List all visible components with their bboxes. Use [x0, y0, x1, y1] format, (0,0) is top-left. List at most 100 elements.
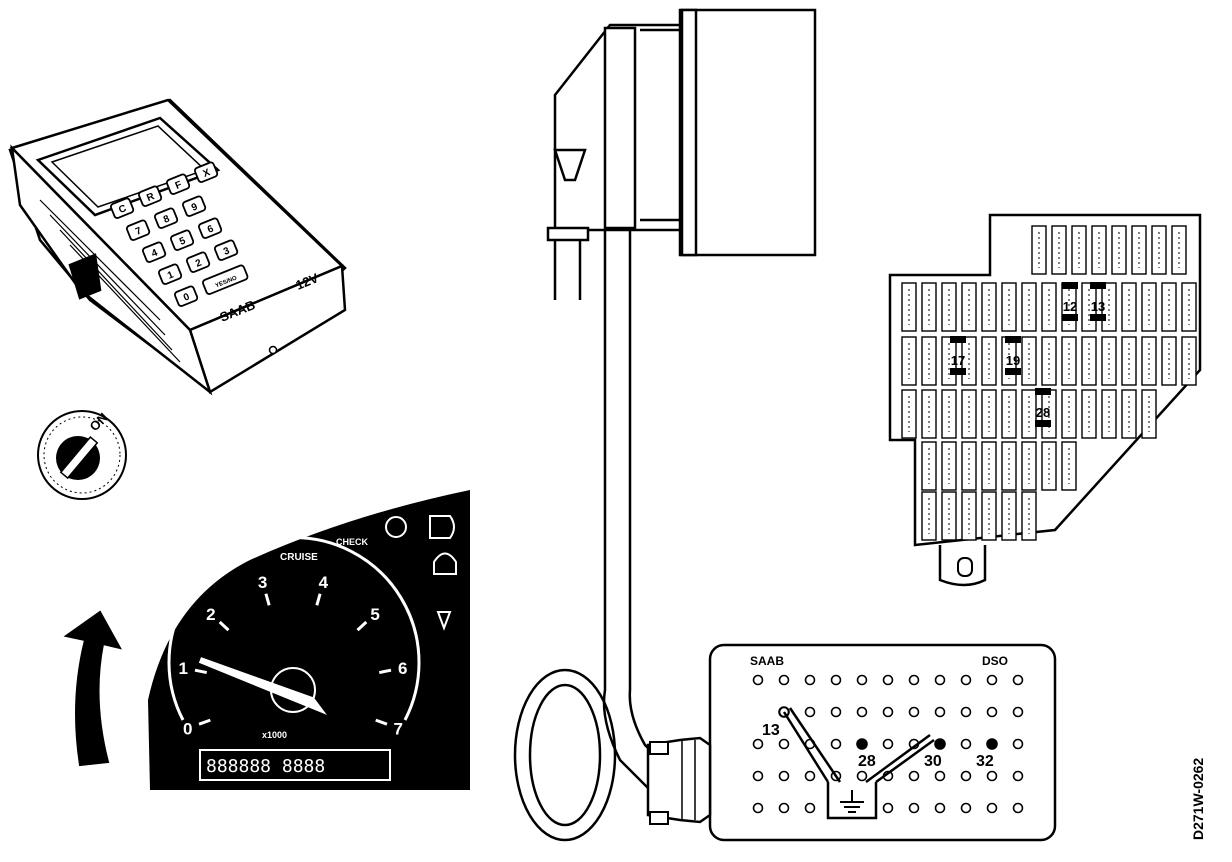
- fuse-slot: [1141, 282, 1157, 332]
- tester-key-label: R: [145, 191, 157, 204]
- tester-key: 6: [198, 217, 223, 239]
- fuse-slot: [1071, 225, 1087, 275]
- fuse-slot: [1171, 225, 1187, 275]
- tester-key: 1: [158, 263, 183, 285]
- tach-tick: [378, 668, 392, 675]
- fuse-slot: [921, 441, 937, 491]
- tester-key: C: [110, 197, 135, 219]
- tach-tick: [356, 620, 368, 632]
- tester-key: R: [138, 185, 163, 207]
- connector-pin: [986, 770, 998, 782]
- fuse-slot: [1031, 225, 1047, 275]
- tach-number: 2: [206, 605, 215, 624]
- fuse-slot: [961, 441, 977, 491]
- fuse-slot: [981, 491, 997, 541]
- tester-key: 4: [142, 241, 167, 263]
- connector-pin: [1012, 770, 1024, 782]
- rotation-arrow-icon: [63, 610, 122, 767]
- connector-code-label: DSO: [982, 654, 1008, 668]
- fuse-slot: [941, 389, 957, 439]
- tach-number: 1: [178, 659, 187, 678]
- fuse-slot: [1001, 441, 1017, 491]
- tester-key: F: [166, 173, 191, 195]
- tach-number: 5: [370, 605, 379, 624]
- connector-pin: [752, 770, 764, 782]
- fuse-slot: [1021, 282, 1037, 332]
- fuse-slot: [1121, 282, 1137, 332]
- fuse-slot: [1041, 441, 1057, 491]
- cruise-label: CRUISE: [280, 552, 318, 563]
- connector-pin: [1012, 706, 1024, 718]
- fuse-slot: [1041, 282, 1057, 332]
- tester-key-label: C: [117, 203, 128, 216]
- connector-pin: [856, 770, 868, 782]
- connector-pin: [934, 706, 946, 718]
- fuse-slot: [1061, 336, 1077, 386]
- tester-key-label: 4: [150, 247, 160, 259]
- connector-pin-used: [856, 738, 868, 750]
- connector-pin: [934, 674, 946, 686]
- tester-key-label: 2: [194, 257, 204, 269]
- fuse-slot: [1121, 336, 1137, 386]
- fuse-slot: [961, 389, 977, 439]
- fuse-slot: [941, 441, 957, 491]
- fuse-slot: [921, 336, 937, 386]
- connector-pin: [882, 706, 894, 718]
- connector-pin: [752, 738, 764, 750]
- fuse-slot: [981, 441, 997, 491]
- connector-pin: [986, 674, 998, 686]
- connector-pin: [934, 770, 946, 782]
- tester-key-label: 0: [182, 291, 192, 303]
- connector-pin: [778, 738, 790, 750]
- fuse-slot: [1181, 336, 1197, 386]
- tach-tick: [194, 668, 208, 675]
- tach-tick: [218, 620, 230, 632]
- pin-30-label: 30: [924, 753, 942, 770]
- tester-key-label: 7: [134, 225, 144, 237]
- tach-number: 7: [394, 719, 403, 738]
- connector-pin: [960, 674, 972, 686]
- connector-pin: [1012, 674, 1024, 686]
- pin-28-label: 28: [858, 753, 876, 770]
- fuse-slot: [981, 336, 997, 386]
- connector-pin: [830, 706, 842, 718]
- tach-number: 4: [319, 573, 329, 592]
- connector-pin: [882, 674, 894, 686]
- connector-pin: [960, 706, 972, 718]
- connector-pin: [778, 802, 790, 814]
- connector-pin-used: [934, 738, 946, 750]
- diagnostic-tester: [8, 98, 347, 396]
- tester-key: 7: [126, 219, 151, 241]
- fuse-slot: [1021, 491, 1037, 541]
- fuse-slot: [1021, 389, 1037, 439]
- connector-pin: [1012, 738, 1024, 750]
- fuse-slot: [1041, 336, 1057, 386]
- tester-key: 9: [182, 195, 207, 217]
- fuse-slot: [1001, 389, 1017, 439]
- tester-key: 3: [214, 239, 239, 261]
- connector-pin: [778, 770, 790, 782]
- fuse-slot: [1091, 225, 1107, 275]
- fuse-slot: [1061, 441, 1077, 491]
- tester-key-label: F: [174, 179, 184, 191]
- connector-pin: [908, 802, 920, 814]
- tach-number: 0: [183, 719, 192, 738]
- tach-number: 3: [258, 573, 267, 592]
- fuse-grid: [901, 225, 1197, 541]
- tach-tick: [198, 718, 211, 726]
- fuse-slot: [1161, 282, 1177, 332]
- fuse-slot: [1021, 336, 1037, 386]
- tester-key: X: [194, 161, 219, 183]
- figure-code: D271W-0262: [1190, 758, 1206, 840]
- tester-key: 8: [154, 207, 179, 229]
- connector-pin: [908, 706, 920, 718]
- upper-connector: [546, 8, 817, 300]
- connector-pin: [856, 706, 868, 718]
- fuse-slot: [921, 389, 937, 439]
- fuse-slot: [1131, 225, 1147, 275]
- fuse-slot: [941, 282, 957, 332]
